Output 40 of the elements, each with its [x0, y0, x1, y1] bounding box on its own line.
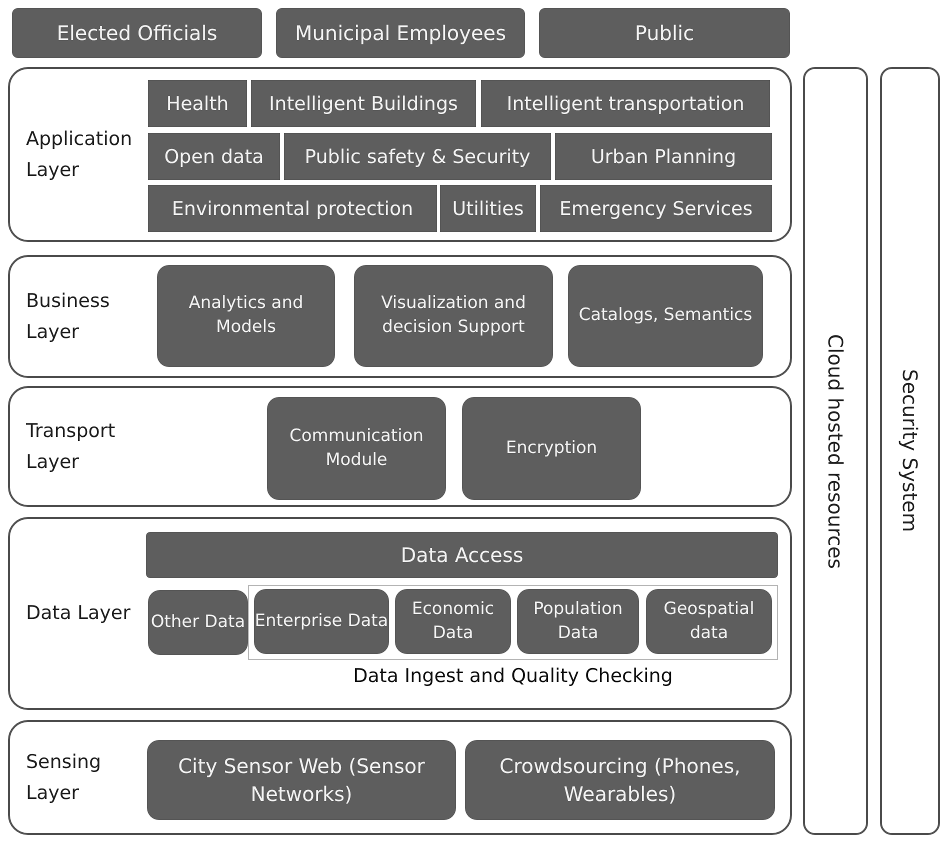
module-box: Economic Data	[395, 589, 511, 654]
sensing-source-box: Crowdsourcing (Phones, Wearables)	[465, 740, 775, 820]
stakeholder-box: Public	[539, 8, 790, 58]
application-tile: Urban Planning	[555, 133, 772, 180]
vertical-panel	[803, 67, 868, 835]
vertical-panel	[880, 67, 940, 835]
application-tile: Health	[148, 80, 247, 127]
application-tile: Open data	[148, 133, 280, 180]
layer-panel	[8, 255, 792, 378]
application-tile: Intelligent transportation	[481, 80, 770, 127]
layer-panel	[8, 517, 792, 710]
layer-label: Application Layer	[26, 127, 134, 182]
module-box: Other Data	[148, 590, 248, 655]
layer-panel	[8, 67, 792, 242]
layer-label: Data Layer	[26, 601, 132, 626]
sensing-source-box: City Sensor Web (Sensor Networks)	[147, 740, 456, 820]
panel-label: Security System	[898, 369, 922, 533]
stakeholder-box: Municipal Employees	[276, 8, 525, 58]
application-tile: Emergency Services	[540, 185, 772, 232]
layer-label: Transport Layer	[26, 419, 116, 474]
layer-label: Sensing Layer	[26, 750, 102, 806]
module-box: Catalogs, Semantics	[568, 265, 763, 367]
layer-label: Business Layer	[26, 289, 111, 344]
application-tile: Intelligent Buildings	[251, 80, 476, 127]
layer-panel	[8, 720, 792, 835]
module-box: Geospatial data	[646, 589, 772, 654]
panel-caption: Data Ingest and Quality Checking	[352, 665, 674, 687]
module-box: Communication Module	[267, 397, 446, 500]
application-tile: Utilities	[440, 185, 536, 232]
module-box: Visualization and decision Support	[354, 265, 553, 367]
panel-label: Cloud hosted resources	[824, 334, 848, 568]
application-tile: Public safety & Security	[284, 133, 551, 180]
layer-panel	[8, 386, 792, 507]
module-box: Enterprise Data	[254, 589, 389, 654]
application-tile: Environmental protection	[148, 185, 437, 232]
module-box: Analytics and Models	[157, 265, 335, 367]
module-box: Population Data	[517, 589, 639, 654]
data-access-bar: Data Access	[146, 532, 778, 578]
stakeholder-box: Elected Officials	[12, 8, 262, 58]
module-box: Encryption	[462, 397, 641, 500]
